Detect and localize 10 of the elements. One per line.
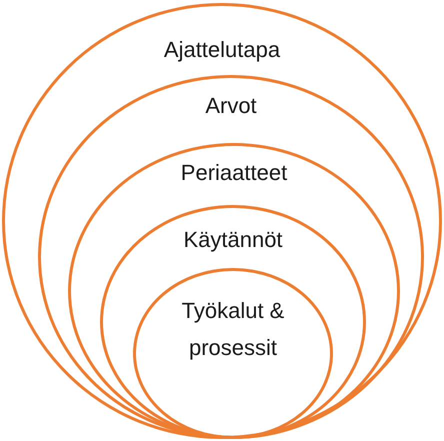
circle-label: Periaatteet [180, 160, 288, 186]
nested-circle [100, 205, 366, 439]
nested-circle [68, 143, 400, 439]
circle-label: Ajattelutapa [164, 37, 280, 63]
circle-label: Työkalut & prosessit [180, 297, 286, 362]
nested-circle [2, 3, 442, 439]
circle-label: Käytännöt [183, 227, 283, 253]
nested-circle [133, 268, 333, 439]
nested-circle [38, 75, 424, 439]
circle-label: Arvot [205, 93, 257, 119]
